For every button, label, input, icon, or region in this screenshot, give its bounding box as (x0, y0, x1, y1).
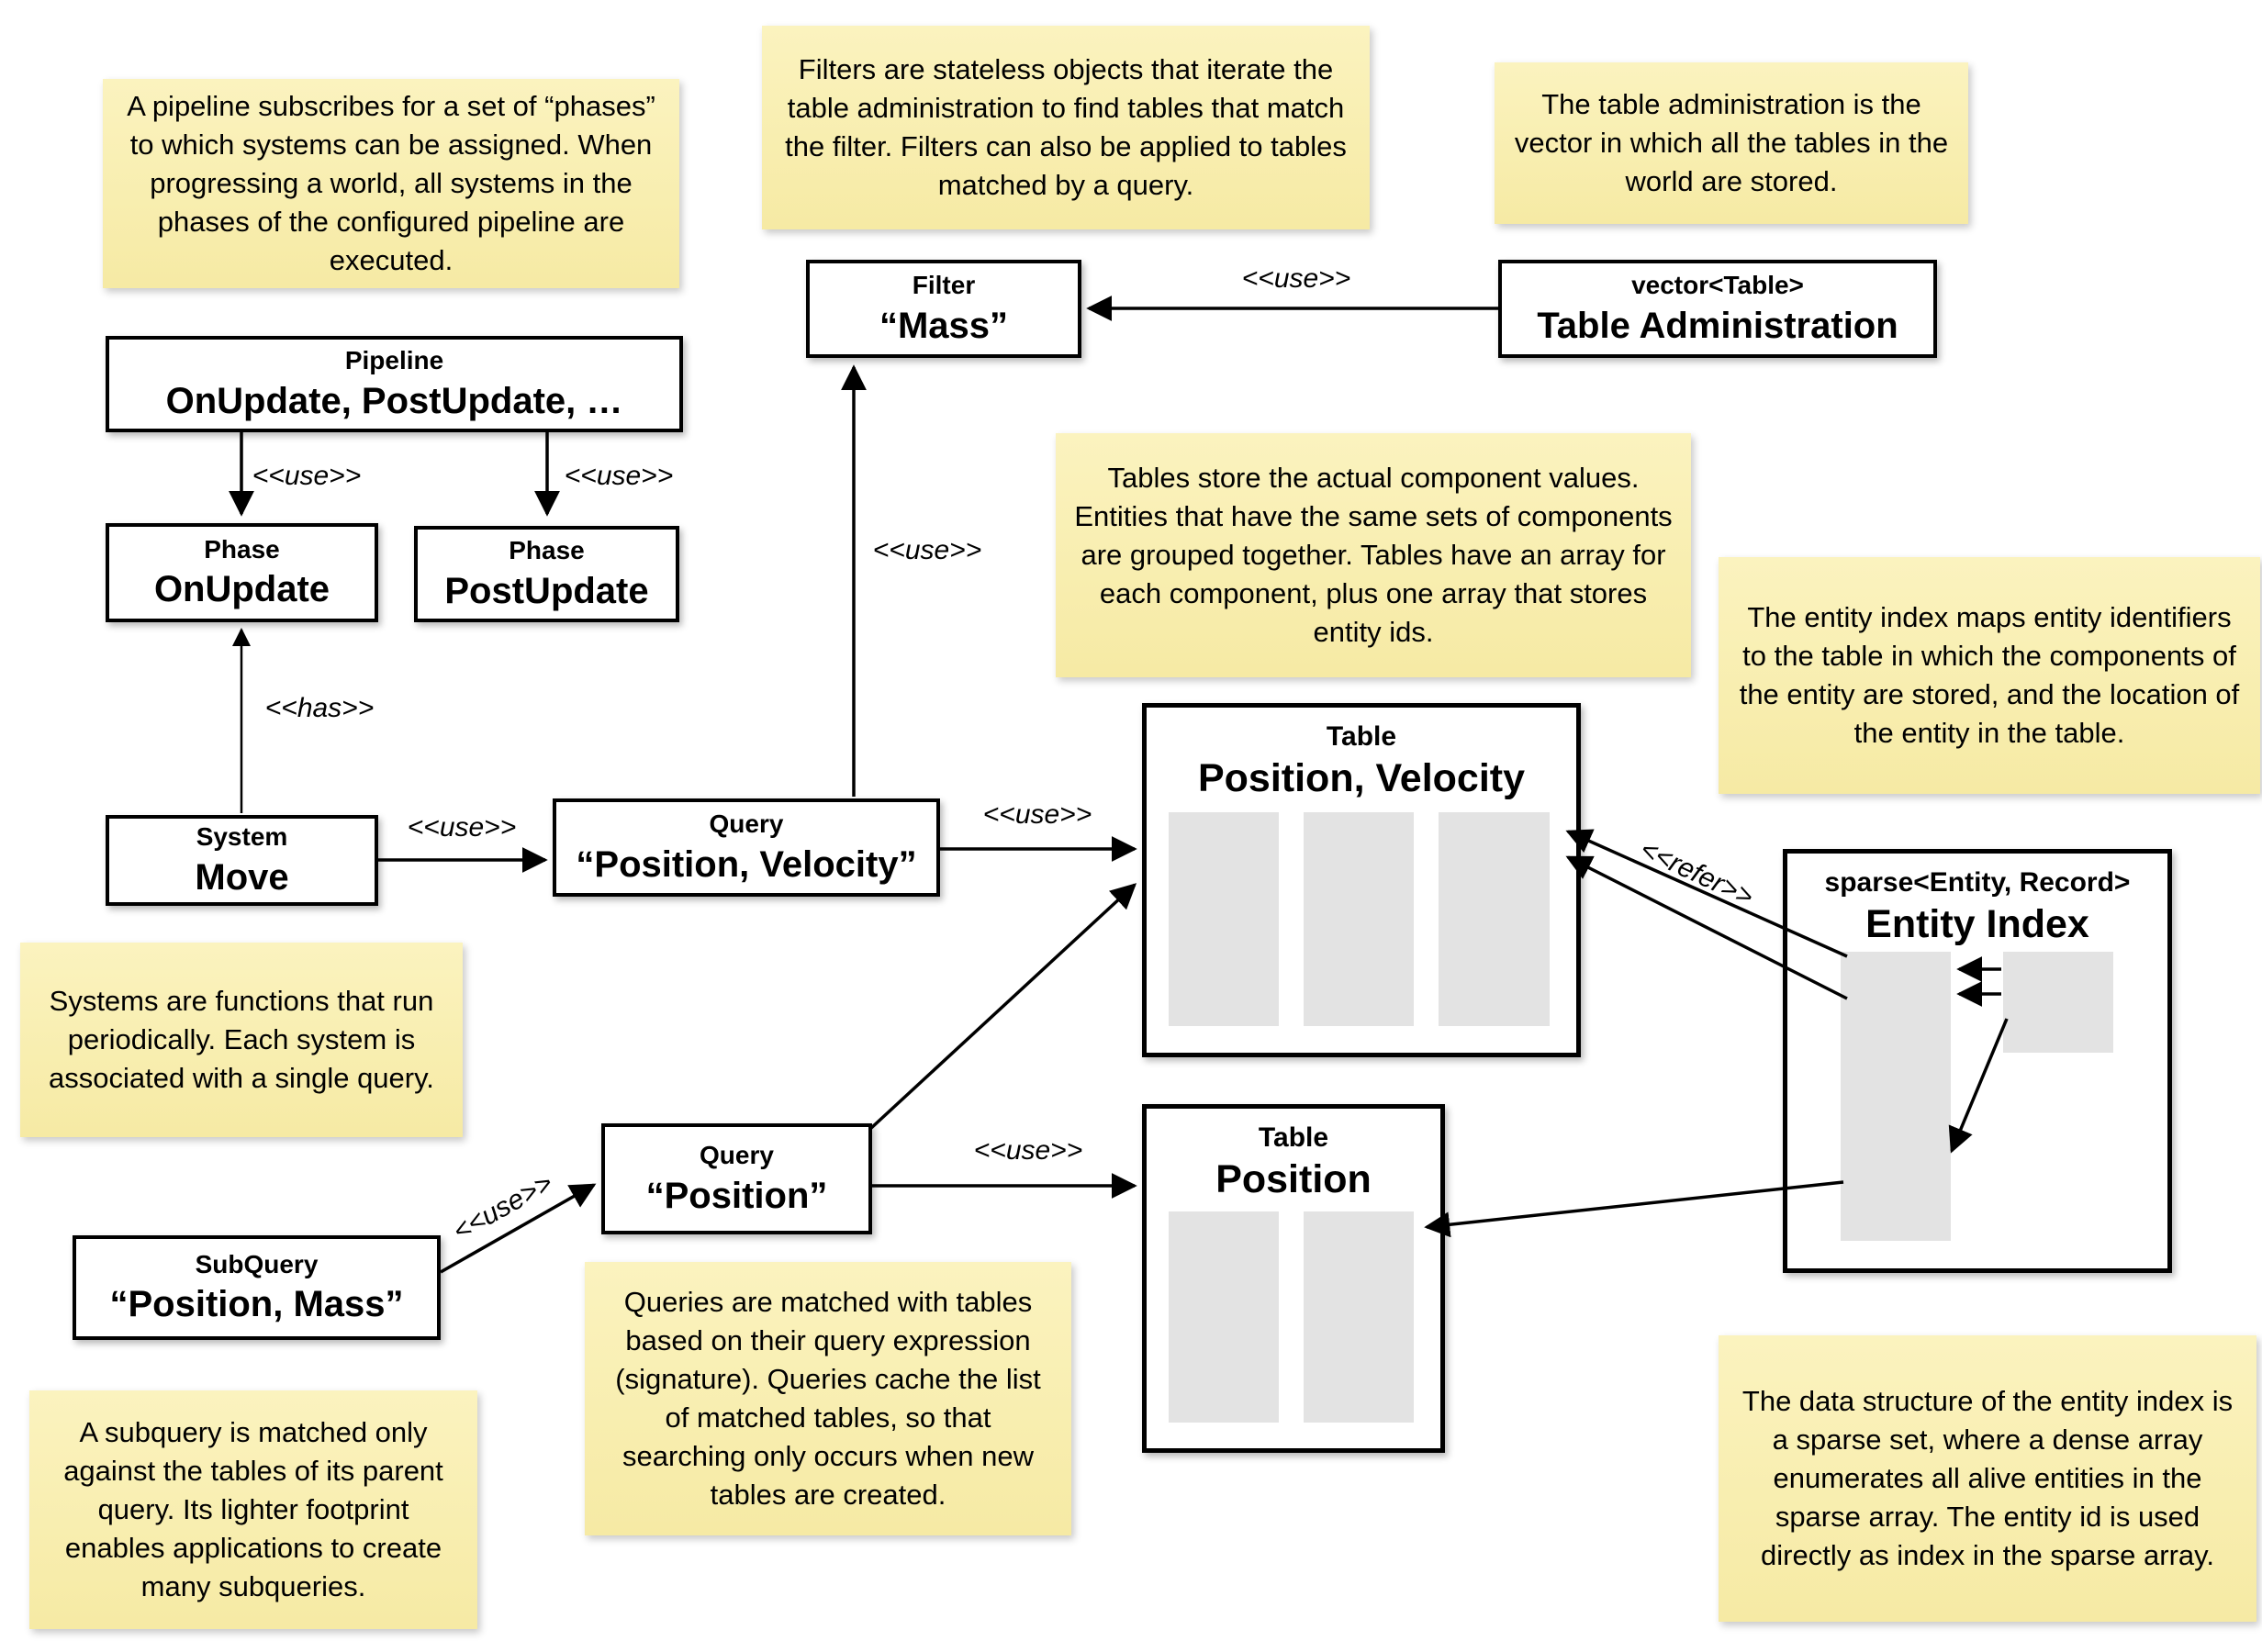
label-use-query-filter: <<use>> (872, 535, 982, 565)
note-sparse-set-text: The data structure of the entity index i… (1741, 1384, 2234, 1572)
phase-postupdate-stereotype: Phase (509, 536, 585, 565)
note-table-administration: The table administration is the vector i… (1495, 62, 1968, 224)
entity-index-stereotype: sparse<Entity, Record> (1824, 867, 2131, 898)
subquery-position-mass-box: SubQuery “Position, Mass” (73, 1235, 441, 1340)
label-refer-entityindex-table: <<refer>> (1635, 833, 1758, 913)
subquery-position-mass-stereotype: SubQuery (195, 1249, 319, 1278)
system-move-name: Move (195, 856, 289, 898)
label-has-system-phase: <<has>> (264, 693, 375, 723)
label-use-pipeline-onupdate: <<use>> (252, 461, 362, 491)
query-position-box: Query “Position” (601, 1123, 872, 1234)
note-table-administration-text: The table administration is the vector i… (1514, 87, 1949, 198)
entity-index-name: Entity Index (1865, 902, 2089, 946)
component-array-1 (1169, 812, 1279, 1026)
label-use-system-query: <<use>> (407, 812, 517, 843)
label-use-tableadmin-filter: <<use>> (1241, 263, 1351, 294)
note-entity-index-text: The entity index maps entity identifiers… (1739, 600, 2240, 750)
entity-id-array (1439, 812, 1550, 1026)
table-position-velocity-name: Position, Velocity (1197, 756, 1526, 800)
arrow-entityindex-to-tablep (1424, 1180, 1844, 1238)
note-subquery: A subquery is matched only against the t… (29, 1390, 477, 1629)
label-use-pipeline-postupdate: <<use>> (564, 461, 674, 491)
query-position-velocity-box: Query “Position, Velocity” (553, 798, 940, 897)
filter-mass-stereotype: Filter (912, 271, 976, 300)
phase-onupdate-stereotype: Phase (204, 534, 280, 564)
subquery-position-mass-name: “Position, Mass” (109, 1284, 404, 1325)
query-position-velocity-name: “Position, Velocity” (576, 843, 917, 885)
label-use-queryp-tablep: <<use>> (973, 1135, 1083, 1166)
note-entity-index: The entity index maps entity identifiers… (1719, 557, 2260, 794)
component-array-2 (1304, 812, 1414, 1026)
note-queries: Queries are matched with tables based on… (585, 1262, 1071, 1535)
note-queries-text: Queries are matched with tables based on… (615, 1285, 1041, 1512)
note-filters-text: Filters are stateless objects that itera… (785, 52, 1347, 202)
note-systems: Systems are functions that run periodica… (20, 943, 463, 1137)
note-tables: Tables store the actual component values… (1056, 433, 1691, 677)
table-administration-stereotype: vector<Table> (1631, 271, 1804, 300)
query-position-velocity-stereotype: Query (709, 809, 784, 839)
phase-postupdate-name: PostUpdate (444, 570, 649, 611)
note-filters: Filters are stateless objects that itera… (762, 26, 1370, 229)
label-use-querypv-tablepv: <<use>> (982, 799, 1092, 830)
dense-array (2003, 952, 2113, 1053)
table-administration-box: vector<Table> Table Administration (1498, 260, 1937, 358)
sparse-array (1841, 952, 1951, 1241)
note-pipeline-text: A pipeline subscribes for a set of “phas… (127, 89, 655, 277)
pipeline-box-stereotype: Pipeline (344, 346, 444, 375)
note-pipeline: A pipeline subscribes for a set of “phas… (103, 79, 679, 288)
label-use-subquery-queryp: <<use>> (447, 1167, 558, 1247)
note-subquery-text: A subquery is matched only against the t… (63, 1415, 443, 1603)
note-systems-text: Systems are functions that run periodica… (49, 984, 434, 1095)
table-position-stereotype: Table (1258, 1122, 1329, 1153)
phase-onupdate-box: Phase OnUpdate (106, 523, 378, 622)
query-position-stereotype: Query (700, 1141, 774, 1170)
table-position-name: Position (1215, 1157, 1372, 1201)
position-component-array (1169, 1211, 1279, 1423)
pipeline-box: Pipeline OnUpdate, PostUpdate, … (106, 336, 683, 432)
filter-mass-box: Filter “Mass” (806, 260, 1081, 358)
table-administration-name: Table Administration (1537, 305, 1898, 346)
filter-mass-name: “Mass” (879, 305, 1009, 346)
phase-onupdate-name: OnUpdate (153, 569, 330, 610)
pipeline-box-name: OnUpdate, PostUpdate, … (165, 380, 623, 421)
position-entity-id-array (1304, 1211, 1414, 1423)
system-move-stereotype: System (196, 822, 288, 852)
arrow-queryp-to-tablepv (868, 883, 1137, 1131)
query-position-name: “Position” (645, 1175, 828, 1216)
phase-postupdate-box: Phase PostUpdate (414, 526, 679, 622)
note-tables-text: Tables store the actual component values… (1074, 461, 1673, 649)
system-move-box: System Move (106, 815, 378, 906)
note-sparse-set: The data structure of the entity index i… (1719, 1335, 2256, 1622)
table-position-velocity-stereotype: Table (1326, 721, 1397, 752)
